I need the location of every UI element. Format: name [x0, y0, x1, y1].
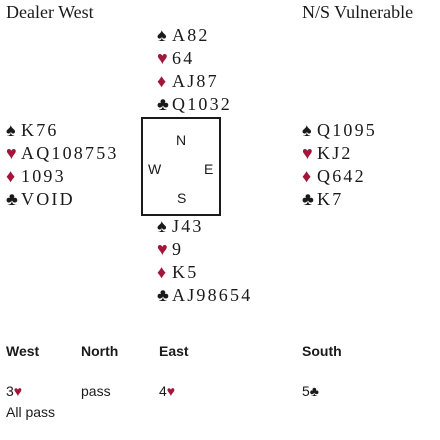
dealer-label: Dealer West — [6, 2, 94, 22]
south-spades: ♠J43 — [157, 215, 252, 238]
spade-icon: ♠ — [6, 120, 16, 140]
club-icon: ♣ — [157, 285, 169, 305]
heart-icon: ♥ — [6, 143, 17, 163]
heart-icon: ♥ — [302, 143, 313, 163]
bid-south-level: 5 — [302, 383, 310, 399]
east-diamonds-cards: Q642 — [317, 166, 366, 186]
west-clubs-cards: VOID — [21, 189, 75, 209]
auction-header-south: South — [302, 343, 342, 359]
north-spades-cards: A82 — [172, 25, 210, 45]
west-hand: ♠K76 ♥AQ108753 ♦1093 ♣VOID — [6, 119, 119, 211]
west-spades: ♠K76 — [6, 119, 119, 142]
north-hearts-cards: 64 — [172, 48, 195, 68]
spade-icon: ♠ — [302, 120, 312, 140]
east-hand: ♠Q1095 ♥KJ2 ♦Q642 ♣K7 — [302, 119, 377, 211]
north-clubs: ♣Q1032 — [157, 93, 232, 116]
south-clubs-cards: AJ98654 — [172, 285, 253, 305]
west-hearts-cards: AQ108753 — [21, 143, 119, 163]
auction-header-west: West — [6, 343, 40, 359]
compass-north: N — [176, 132, 187, 148]
compass-south: S — [177, 190, 187, 206]
bid-north-1: pass — [81, 383, 111, 399]
heart-icon: ♥ — [13, 383, 23, 399]
diamond-icon: ♦ — [157, 71, 167, 91]
bid-west-1: 3♥ — [6, 383, 22, 399]
heart-icon: ♥ — [157, 48, 168, 68]
west-hearts: ♥AQ108753 — [6, 142, 119, 165]
north-hearts: ♥64 — [157, 47, 232, 70]
south-spades-cards: J43 — [172, 216, 204, 236]
north-spades: ♠A82 — [157, 24, 232, 47]
south-hearts-cards: 9 — [172, 239, 184, 259]
diamond-icon: ♦ — [302, 166, 312, 186]
south-hand: ♠J43 ♥9 ♦K5 ♣AJ98654 — [157, 215, 252, 307]
bid-east-level: 4 — [159, 383, 167, 399]
south-diamonds-cards: K5 — [172, 262, 199, 282]
spade-icon: ♠ — [157, 25, 167, 45]
west-spades-cards: K76 — [21, 120, 59, 140]
heart-icon: ♥ — [166, 383, 176, 399]
bid-west-level: 3 — [6, 383, 14, 399]
north-diamonds-cards: AJ87 — [172, 71, 219, 91]
east-clubs-cards: K7 — [317, 189, 344, 209]
auction-header-east: East — [159, 343, 189, 359]
club-icon: ♣ — [6, 189, 18, 209]
west-diamonds: ♦1093 — [6, 165, 119, 188]
auction-header-north: North — [81, 343, 119, 359]
east-diamonds: ♦Q642 — [302, 165, 377, 188]
east-hearts: ♥KJ2 — [302, 142, 377, 165]
compass-box: N W E S — [141, 117, 221, 216]
club-icon: ♣ — [309, 383, 319, 399]
heart-icon: ♥ — [157, 239, 168, 259]
east-spades: ♠Q1095 — [302, 119, 377, 142]
bid-east-1: 4♥ — [159, 383, 175, 399]
north-diamonds: ♦AJ87 — [157, 70, 232, 93]
east-hearts-cards: KJ2 — [317, 143, 353, 163]
south-hearts: ♥9 — [157, 238, 252, 261]
north-clubs-cards: Q1032 — [172, 94, 232, 114]
compass-east: E — [204, 161, 214, 177]
bid-south-1: 5♣ — [302, 383, 319, 399]
club-icon: ♣ — [157, 94, 169, 114]
north-hand: ♠A82 ♥64 ♦AJ87 ♣Q1032 — [157, 24, 232, 116]
compass-west: W — [148, 161, 162, 177]
club-icon: ♣ — [302, 189, 314, 209]
diamond-icon: ♦ — [157, 262, 167, 282]
south-clubs: ♣AJ98654 — [157, 284, 252, 307]
east-spades-cards: Q1095 — [317, 120, 377, 140]
spade-icon: ♠ — [157, 216, 167, 236]
south-diamonds: ♦K5 — [157, 261, 252, 284]
vulnerability-label: N/S Vulnerable — [302, 2, 414, 22]
west-diamonds-cards: 1093 — [21, 166, 66, 186]
west-clubs: ♣VOID — [6, 188, 119, 211]
bid-final: All pass — [6, 404, 56, 420]
east-clubs: ♣K7 — [302, 188, 377, 211]
diamond-icon: ♦ — [6, 166, 16, 186]
